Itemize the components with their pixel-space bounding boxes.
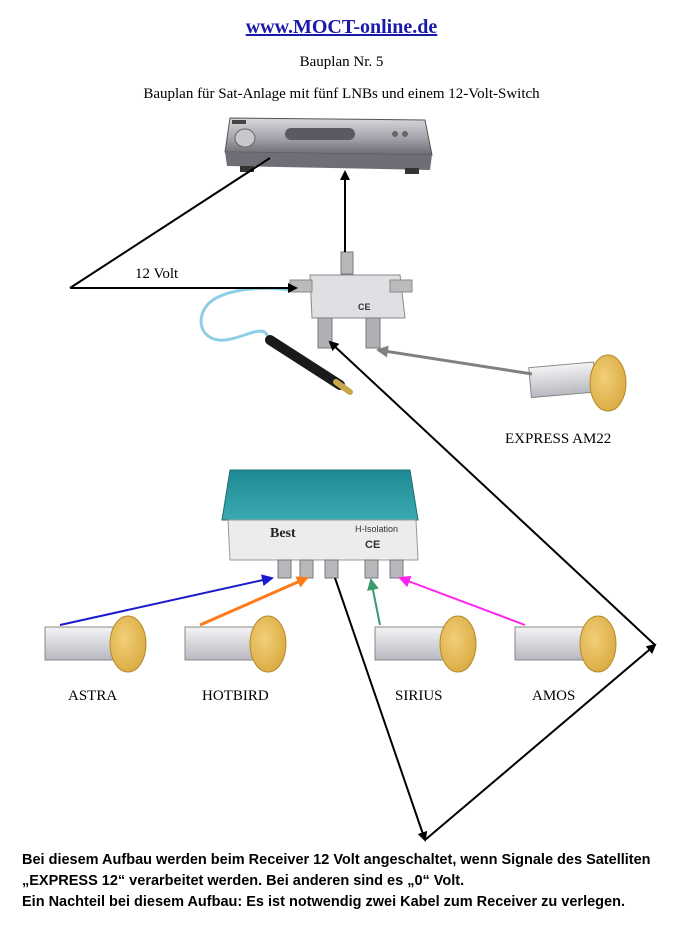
- express-label: EXPRESS AM22: [505, 431, 611, 447]
- twelve-volt-label: 12 Volt: [135, 266, 179, 282]
- hotbird-label: HOTBIRD: [202, 688, 269, 704]
- lnb-astra: [44, 615, 147, 673]
- site-link[interactable]: www.MOCT-online.de: [245, 16, 438, 38]
- hotbird-cable-arrow: [199, 576, 309, 627]
- diseqc-to-bottom-arrow: [334, 577, 428, 842]
- amos-label: AMOS: [532, 688, 575, 704]
- bottom-to-right-arrow: [424, 643, 657, 841]
- footer-note: Bei diesem Aufbau werden beim Receiver 1…: [22, 850, 662, 913]
- amos-cable-arrow: [398, 575, 526, 626]
- lnb-hotbird: [184, 615, 287, 673]
- astra-cable-arrow: [59, 574, 274, 626]
- lnb-express: [528, 354, 627, 412]
- switch-brand: Best: [270, 526, 296, 541]
- astra-label: ASTRA: [68, 688, 117, 704]
- diseqc-switch: Best H-Isolation CE: [221, 469, 419, 579]
- footer-paragraph-2: Ein Nachteil bei diesem Aufbau: Es ist n…: [22, 894, 625, 910]
- satellite-receiver: [224, 117, 433, 174]
- power-cable: [199, 286, 353, 395]
- switch-ce-mark: CE: [358, 302, 371, 312]
- express-cable-arrow: [376, 345, 533, 376]
- diseqc-ce-mark: CE: [365, 539, 380, 551]
- footer-paragraph-1: Bei diesem Aufbau werden beim Receiver 1…: [22, 852, 651, 889]
- twelve-volt-switch: CE: [289, 251, 413, 349]
- right-to-switch-arrow: [328, 340, 656, 646]
- sirius-cable-arrow: [367, 578, 381, 626]
- black-cables: [69, 157, 657, 842]
- lnb-sirius: [374, 615, 477, 673]
- receiver-to-junction-line: [69, 157, 271, 289]
- plan-number: Bauplan Nr. 5: [299, 54, 384, 70]
- sirius-label: SIRIUS: [395, 688, 443, 704]
- lnb-amos: [514, 615, 617, 673]
- switch-model: H-Isolation: [355, 524, 398, 534]
- plan-subtitle: Bauplan für Sat-Anlage mit fünf LNBs und…: [143, 86, 540, 102]
